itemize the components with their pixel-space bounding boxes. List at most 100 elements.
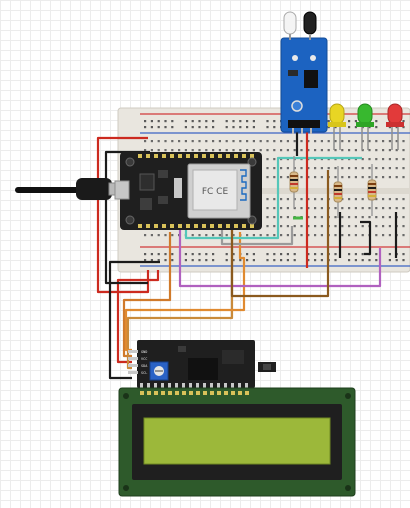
resistor-band (368, 183, 376, 185)
wire-black-lcd-gnd (108, 260, 160, 380)
terminal-hole (144, 234, 147, 237)
rail-hole (164, 126, 167, 129)
terminal-hole (334, 167, 337, 170)
terminal-hole (402, 207, 405, 210)
i2c-top-pin (147, 383, 150, 389)
resistor-band (334, 193, 342, 195)
terminal-hole (361, 207, 364, 210)
terminal-hole (273, 167, 276, 170)
rail-hole (252, 120, 255, 123)
terminal-hole (361, 176, 364, 179)
terminal-hole (382, 234, 385, 237)
terminal-hole (402, 198, 405, 201)
wire-orange-sda (122, 232, 172, 358)
nodemcu-pin (178, 154, 182, 158)
terminal-hole (259, 234, 262, 237)
rail-hole (150, 259, 153, 262)
terminal-hole (157, 234, 160, 237)
terminal-hole (293, 225, 296, 228)
rail-hole (361, 259, 364, 262)
rail-hole (205, 259, 208, 262)
terminal-hole (402, 216, 405, 219)
nodemcu-pin (194, 154, 198, 158)
rail-hole (198, 126, 201, 129)
terminal-hole (368, 158, 371, 161)
fcc-ce-logo: FC CE (202, 187, 229, 197)
terminal-hole (286, 167, 289, 170)
usb-cable (15, 178, 126, 200)
terminal-hole (150, 140, 153, 143)
terminal-hole (150, 149, 153, 152)
rail-hole (212, 253, 215, 256)
terminal-hole (273, 225, 276, 228)
terminal-hole (184, 140, 187, 143)
rail-hole (191, 120, 194, 123)
resistor-band (368, 187, 376, 189)
terminal-hole (266, 207, 269, 210)
nodemcu-pin (242, 224, 246, 228)
wire-red-lcd-vcc (116, 270, 160, 364)
lcd-pin (196, 391, 200, 395)
terminal-hole (280, 198, 283, 201)
nodemcu-pin (162, 224, 166, 228)
terminal-hole (293, 234, 296, 237)
lcd-pin (168, 391, 172, 395)
terminal-hole (382, 198, 385, 201)
terminal-hole (198, 140, 201, 143)
rail-hole (164, 253, 167, 256)
nodemcu-pin (194, 224, 198, 228)
terminal-hole (246, 149, 249, 152)
terminal-hole (382, 207, 385, 210)
rail-hole (171, 126, 174, 129)
lcd-pin (224, 391, 228, 395)
terminal-hole (382, 176, 385, 179)
rail-hole (348, 126, 351, 129)
nodemcu-pin (226, 224, 230, 228)
terminal-hole (280, 149, 283, 152)
terminal-hole (341, 140, 344, 143)
nodemcu-pin (154, 154, 158, 158)
rail-hole (280, 253, 283, 256)
rail-hole (184, 120, 187, 123)
terminal-hole (307, 140, 310, 143)
terminal-hole (225, 234, 228, 237)
terminal-hole (314, 167, 317, 170)
wire-black-led2 (360, 220, 372, 256)
terminal-hole (232, 234, 235, 237)
terminal-hole (266, 149, 269, 152)
terminal-hole (348, 225, 351, 228)
nodemcu-pin (146, 224, 150, 228)
terminal-hole (184, 149, 187, 152)
rail-hole (150, 120, 153, 123)
lcd-pin (203, 391, 207, 395)
terminal-hole (361, 234, 364, 237)
esp8266-module: FC CE (187, 163, 251, 219)
terminal-hole (212, 234, 215, 237)
rail-hole (164, 259, 167, 262)
terminal-hole (388, 225, 391, 228)
terminal-hole (375, 140, 378, 143)
terminal-hole (361, 149, 364, 152)
terminal-hole (334, 225, 337, 228)
rail-hole (198, 259, 201, 262)
terminal-hole (395, 149, 398, 152)
rail-hole (348, 259, 351, 262)
terminal-hole (368, 149, 371, 152)
terminal-hole (307, 225, 310, 228)
terminal-hole (225, 140, 228, 143)
rail-hole (314, 253, 317, 256)
terminal-hole (402, 149, 405, 152)
terminal-hole (286, 198, 289, 201)
wires (96, 132, 398, 380)
terminal-hole (348, 167, 351, 170)
lcd-pin (154, 391, 158, 395)
terminal-hole (354, 225, 357, 228)
resistor-band (368, 191, 376, 193)
i2c-pin-label: SCL (141, 371, 147, 375)
i2c-pin (128, 371, 138, 374)
rail-hole (191, 253, 194, 256)
rail-hole (266, 120, 269, 123)
rail-hole (402, 259, 405, 262)
rail-hole (184, 259, 187, 262)
